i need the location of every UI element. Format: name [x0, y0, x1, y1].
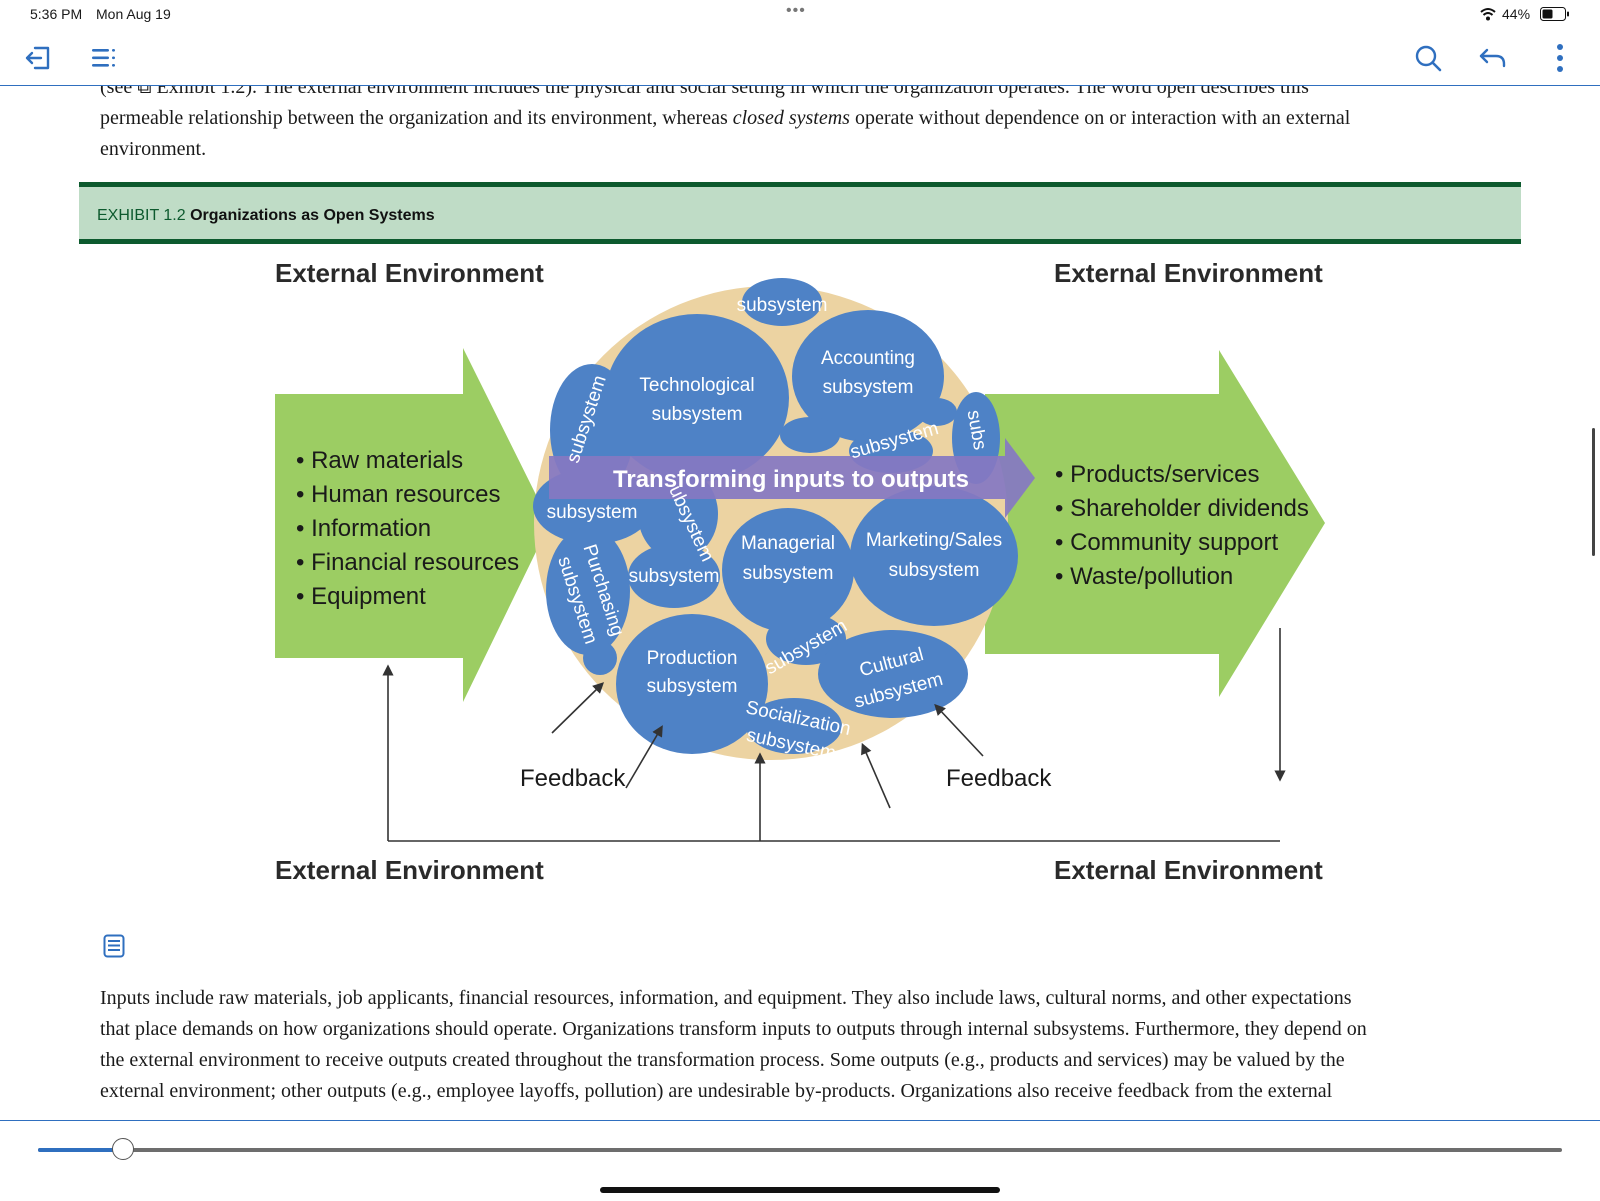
status-bar: 5:36 PM Mon Aug 19 ••• 44% — [0, 0, 1600, 28]
status-date: Mon Aug 19 — [96, 6, 171, 22]
subsystem-label: subsystem — [652, 404, 743, 425]
paragraph-2-line: the external environment to receive outp… — [100, 1049, 1345, 1071]
external-environment-label: External Environment — [275, 258, 544, 288]
external-environment-label: External Environment — [1054, 258, 1323, 288]
paragraph-2-line: Inputs include raw materials, job applic… — [100, 987, 1352, 1009]
back-arrow-icon[interactable] — [1473, 38, 1513, 78]
home-indicator[interactable] — [600, 1187, 1000, 1193]
page-slider-fill — [38, 1148, 124, 1152]
input-arrow — [275, 348, 550, 702]
output-arrow — [985, 350, 1325, 697]
output-item: • Shareholder dividends — [1055, 495, 1309, 522]
more-vertical-icon[interactable] — [1540, 38, 1580, 78]
accounting-label: Accounting — [821, 348, 915, 369]
feedback-label: Feedback — [520, 765, 626, 792]
transform-label: Transforming inputs to outputs — [613, 466, 969, 493]
subsystem-label: subsystem — [743, 563, 834, 584]
production-label: Production — [647, 648, 738, 669]
page-slider[interactable] — [38, 1138, 1562, 1160]
paragraph-2-line: that place demands on how organizations … — [100, 1018, 1367, 1040]
battery-percent: 44% — [1502, 6, 1531, 22]
transform-arrow — [549, 438, 1035, 518]
technological-label: Technological — [639, 375, 754, 396]
exhibit-number: EXHIBIT 1.2 — [97, 207, 186, 224]
page-slider-thumb[interactable] — [112, 1138, 135, 1160]
reader-bottom-bar — [0, 1120, 1600, 1201]
wifi-icon — [1480, 8, 1496, 21]
open-systems-diagram: External Environment External Environmen… — [275, 258, 1325, 885]
subsystem-label: subsystem — [823, 377, 914, 398]
subsystem-label: subsystem — [737, 295, 828, 316]
feedback-label: Feedback — [946, 765, 1052, 792]
external-environment-label: External Environment — [1054, 855, 1323, 885]
subsystem-label: subsystem — [547, 502, 638, 523]
subsystem-label: subsystem — [647, 676, 738, 697]
paragraph-1: permeable relationship between the organ… — [100, 107, 1351, 129]
marketing-sales-label: Marketing/Sales — [866, 530, 1002, 551]
subsystem-label: subsystem — [629, 566, 720, 587]
external-environment-label: External Environment — [275, 855, 544, 885]
status-time: 5:36 PM — [30, 6, 83, 22]
note-icon[interactable] — [103, 934, 125, 958]
paragraph-fragment-top: (see ⧉ Exhibit 1.2). The external enviro… — [100, 86, 1309, 98]
battery-icon — [1540, 7, 1569, 21]
subsystem-label: subsystem — [889, 560, 980, 581]
list-icon[interactable] — [84, 38, 124, 78]
paragraph-1-end: environment. — [100, 138, 207, 160]
output-item: • Waste/pollution — [1055, 563, 1233, 590]
feedback-loop — [382, 628, 1286, 842]
exit-icon[interactable] — [18, 38, 58, 78]
input-item: • Human resources — [296, 481, 500, 508]
exhibit-banner: EXHIBIT 1.2 Organizations as Open System… — [79, 182, 1521, 244]
input-item: • Financial resources — [296, 549, 519, 576]
exhibit-title: Organizations as Open Systems — [190, 207, 435, 224]
output-item: • Community support — [1055, 529, 1278, 556]
reader-toolbar — [0, 28, 1600, 86]
book-page: (see ⧉ Exhibit 1.2). The external enviro… — [0, 86, 1600, 1120]
paragraph-2-line: external environment; other outputs (e.g… — [100, 1080, 1333, 1102]
input-item: • Information — [296, 515, 431, 542]
multitasking-dots[interactable]: ••• — [786, 2, 806, 19]
output-item: • Products/services — [1055, 461, 1259, 488]
input-item: • Raw materials — [296, 447, 463, 474]
managerial-label: Managerial — [741, 533, 835, 554]
scroll-indicator[interactable] — [1592, 428, 1595, 556]
input-item: • Equipment — [296, 583, 426, 610]
search-icon[interactable] — [1408, 38, 1448, 78]
